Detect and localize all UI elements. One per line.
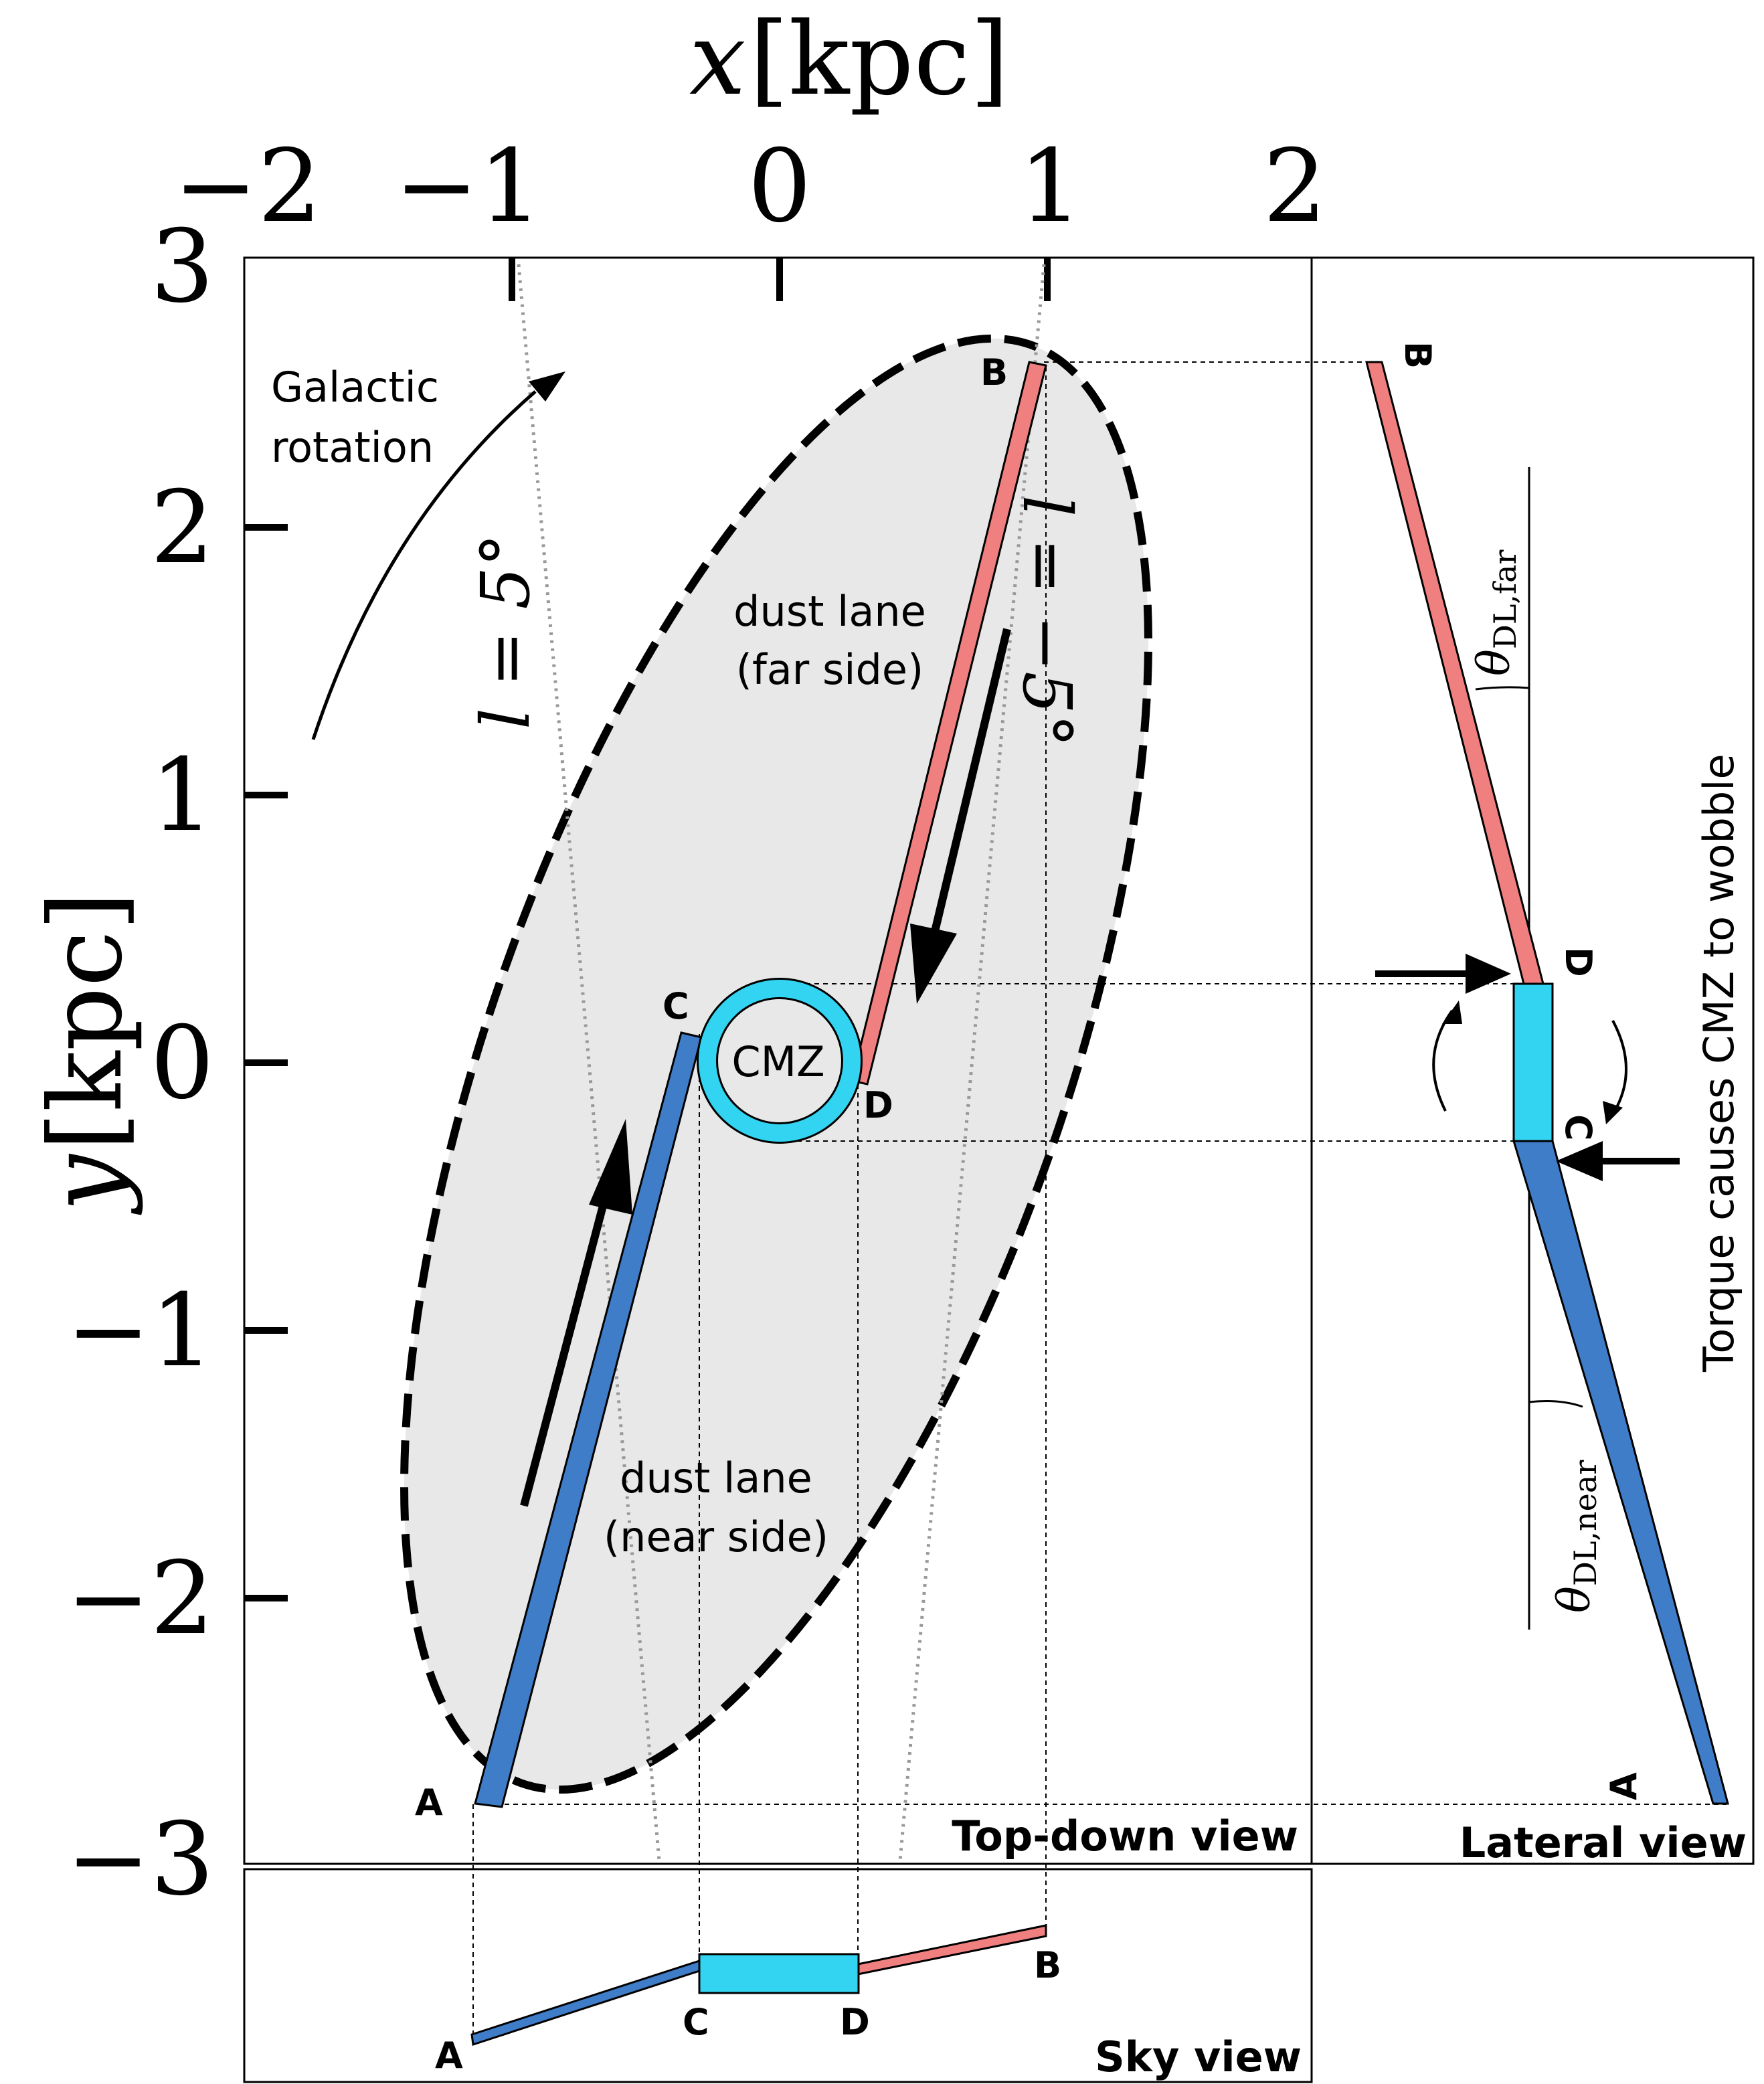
theta-near-symbol: θ (1549, 1586, 1600, 1613)
sky-far-lane (857, 1924, 1047, 1976)
arrowhead-icon (1603, 1101, 1623, 1124)
point-b-label: B (980, 351, 1008, 394)
x-tick-label: 2 (1263, 128, 1326, 245)
dust-far-label: (far side) (736, 645, 923, 694)
torque-arrow-bottom (1556, 1141, 1680, 1181)
x-axis-title: x [kpc] (689, 1, 1009, 118)
theta-near-arc (1528, 1400, 1583, 1408)
lateral-point-a: A (1603, 1772, 1645, 1800)
far-flow-arrow (910, 628, 1011, 1004)
sky-cmz (698, 1953, 860, 1994)
los-plus-label: l = 5° (466, 533, 545, 729)
los-l-plus-5 (517, 264, 661, 1861)
y-ticks: 3 2 1 0 −1 −2 −3 (66, 209, 288, 1918)
lateral-point-c: C (1557, 1114, 1599, 1141)
galactic-rotation-label: rotation (271, 423, 434, 472)
point-c-label: C (663, 985, 689, 1027)
sky-near-lane (470, 1959, 701, 2046)
theta-far-sub: DL,far (1487, 550, 1523, 650)
x-axis-unit: [kpc] (749, 1, 1009, 118)
point-d-label: D (863, 1084, 893, 1126)
far-dust-lane (851, 361, 1047, 1086)
x-ticks: −2 −1 0 1 2 (173, 128, 1327, 301)
galactic-rotation-label: Galactic (271, 363, 439, 412)
lateral-point-d: D (1557, 947, 1599, 977)
x-tick-label: 0 (747, 128, 811, 245)
arrowhead-icon (529, 371, 565, 402)
arrowhead-icon (1556, 1141, 1603, 1181)
lateral-cmz (1512, 982, 1554, 1142)
dust-far-label: dust lane (733, 587, 926, 636)
y-tick-label: 3 (151, 209, 214, 325)
sky-view-label: Sky view (1095, 2032, 1302, 2081)
sky-point-b: B (1034, 1944, 1061, 1986)
top-down-view-label: Top-down view (952, 1812, 1298, 1860)
theta-far-arc (1475, 686, 1530, 691)
dust-near-label: dust lane (620, 1454, 812, 1502)
y-axis-unit: [kpc] (28, 891, 145, 1151)
torque-label: Torque causes CMZ to wobble (1694, 754, 1743, 1373)
y-tick-label: 0 (151, 1005, 214, 1122)
los-l-minus-5 (898, 264, 1046, 1861)
lateral-panel (1310, 256, 1755, 1865)
rotation-arrows (1432, 1001, 1627, 1124)
arrowhead-icon (910, 924, 957, 1004)
lateral-point-b: B (1397, 341, 1439, 369)
y-tick-label: 2 (151, 470, 214, 586)
torque-arrow-top (1375, 954, 1511, 994)
lateral-view-label: Lateral view (1460, 1818, 1747, 1867)
x-tick-label: −2 (173, 128, 321, 245)
sky-point-a: A (435, 2034, 463, 2077)
los-minus-label: l = −5° (1008, 495, 1086, 748)
theta-near-label: θ DL,near (1549, 1460, 1603, 1613)
dust-near-label: (near side) (604, 1512, 828, 1561)
y-tick-label: −3 (66, 1802, 214, 1918)
theta-far-label: θ DL,far (1468, 550, 1523, 677)
x-tick-label: 1 (1019, 128, 1082, 245)
y-axis-var: y (28, 1153, 145, 1215)
cmz-ring-fill (699, 980, 861, 1142)
near-flow-arrow (520, 1119, 632, 1507)
y-tick-label: −1 (66, 1273, 214, 1389)
near-dust-lane (474, 1031, 703, 1808)
arrowhead-icon (1442, 1001, 1462, 1024)
y-axis-title: y [kpc] (28, 891, 145, 1215)
cmz-label: CMZ (731, 1037, 824, 1086)
y-tick-label: −2 (66, 1541, 214, 1657)
theta-near-sub: DL,near (1567, 1460, 1603, 1586)
arrowhead-icon (589, 1119, 632, 1215)
x-axis-var: x (689, 1, 746, 118)
sky-point-c: C (683, 2001, 709, 2043)
x-tick-label: −1 (394, 128, 542, 245)
galactic-rotation-arrow (311, 371, 565, 740)
arrowhead-icon (1466, 954, 1511, 994)
sky-panel (243, 1868, 1313, 2083)
y-tick-label: 1 (151, 737, 214, 854)
sky-point-d: D (840, 2001, 870, 2043)
point-a-label: A (415, 1782, 443, 1824)
theta-far-symbol: θ (1468, 649, 1520, 676)
